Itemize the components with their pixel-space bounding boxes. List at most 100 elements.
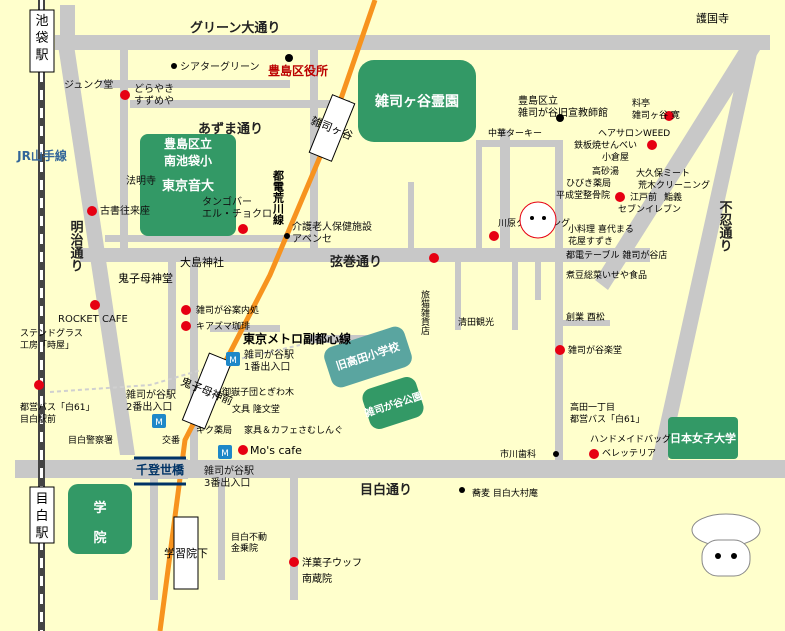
metro-exit-2-icon <box>152 414 166 428</box>
gakushuinshita-label: 学習院下 <box>164 546 208 560</box>
azuma-label: あずま通り <box>198 121 263 137</box>
marker-rocket[interactable] <box>90 300 100 310</box>
marker-ohmura <box>459 487 465 493</box>
mejiro-bus-label: 目白駅前 <box>20 413 56 425</box>
fuyu-label: 創業 酉松 <box>566 311 605 323</box>
oshima-label: 大島神社 <box>180 255 224 269</box>
marker-jungle[interactable] <box>489 231 499 241</box>
side-road-12 <box>535 262 541 300</box>
metro-exit-2-label-a: 雑司が谷駅 <box>126 388 176 401</box>
areas <box>68 60 738 554</box>
heisei-label: 平成堂整骨院 <box>556 189 610 201</box>
ongaku-label: 東京音大 <box>162 178 214 194</box>
marker-tango[interactable] <box>238 224 248 234</box>
koshiya-label: 高砂湯 <box>592 165 619 177</box>
kishibojin-label: 鬼子母神堂 <box>118 271 173 285</box>
chef-eye-right <box>731 553 737 559</box>
side-road-1 <box>100 80 290 88</box>
tsurumaki-label: 弦巻通り <box>330 254 382 270</box>
ichikawa-label: 市川歯科 <box>500 448 536 460</box>
bunguhako-label: 文具 隆文堂 <box>232 403 280 415</box>
ikebukuro-label-1: 池 <box>35 14 48 29</box>
marker-missionary <box>556 114 564 122</box>
mejiro-station-box[interactable] <box>29 486 55 544</box>
yogashi-label: 洋菓子ウッフ <box>302 556 362 569</box>
rocket-label: ROCKET CAFE <box>58 314 128 325</box>
side-road-10 <box>455 262 461 330</box>
handmade-label-b: ベレッテリア <box>602 448 656 459</box>
marker-ichikawa <box>553 451 559 457</box>
ryotei-label-a: 料亭 <box>632 97 650 109</box>
marker-stained[interactable] <box>34 380 44 390</box>
marker-ryotei[interactable] <box>664 111 674 121</box>
metro-exit-2-glyph: M <box>155 418 163 428</box>
marker-tabineko[interactable] <box>429 253 439 263</box>
marker-uchidoko[interactable] <box>181 305 191 315</box>
marker-handmade[interactable] <box>589 449 599 459</box>
kishibojin-station-box[interactable] <box>181 352 233 430</box>
chef-face <box>701 539 751 577</box>
stained-label-a: ステンドグラス <box>20 327 83 339</box>
metro-exit-1[interactable]: M 雑司が谷駅 1番出入口 <box>226 348 294 373</box>
reien-area <box>358 60 476 142</box>
gakushuin-label: 学 <box>93 500 106 516</box>
nanzoin-label: 南蔵院 <box>302 572 332 585</box>
metro-exit-1-glyph: M <box>229 356 237 366</box>
kagu-label: 家具＆カフェさむしんぐ <box>244 424 343 436</box>
marker-teppan[interactable] <box>647 140 657 150</box>
side-road-11 <box>512 262 518 330</box>
marker-yogashi[interactable] <box>289 557 299 567</box>
uchidoko-label: 雑司が谷案内処 <box>196 304 259 316</box>
red-markers <box>34 90 674 567</box>
metro-exit-1-icon <box>226 352 240 366</box>
zoshigaya-station-box[interactable] <box>308 94 356 162</box>
metro-exit-1-label-b: 1番出入口 <box>244 360 290 373</box>
takada-bus-label-b: 都営バス「白61」 <box>570 413 644 425</box>
cleaning-mascot-icon <box>519 201 557 239</box>
black-markers <box>171 54 564 493</box>
kaigo-label: 介護老人保健施設 <box>292 220 372 233</box>
marker-rakudo[interactable] <box>555 345 565 355</box>
marker-dorayaki[interactable] <box>120 90 130 100</box>
diag-road-ne <box>595 40 760 290</box>
side-road-5 <box>105 235 310 242</box>
side-road-9 <box>476 140 482 248</box>
south-road-3 <box>150 478 158 600</box>
marker-edomae[interactable] <box>615 192 625 202</box>
stained-label-b: 工房「時屋」 <box>20 339 74 351</box>
gakushuinshita-box[interactable] <box>173 516 199 590</box>
roads <box>15 5 785 600</box>
ongaku-area <box>140 134 236 236</box>
sennose-label: 千登世橋 <box>136 462 185 477</box>
metro-exit-3-label-a: 雑司が谷駅 <box>204 464 254 477</box>
mejiro-road <box>15 460 785 478</box>
ohmura-label: 蕎麦 目白大村庵 <box>472 487 538 499</box>
metro-exit-2-label-b: 2番出入口 <box>126 400 172 413</box>
jr-label: JR山手線 <box>16 148 67 163</box>
edomae-label: 江戸前 <box>630 191 657 203</box>
mejiro-fudo-label-b: 金乗院 <box>231 542 258 554</box>
chef-eye-left <box>715 553 721 559</box>
metro-exit-2[interactable]: M 雑司が谷駅 2番出入口 <box>126 388 176 428</box>
metro-exit-3[interactable]: M 雑司が谷駅 3番出入口 <box>204 445 254 489</box>
gakushuin-label-2: 院 <box>93 530 106 546</box>
daikyu-label: 大久保ミート <box>636 167 690 179</box>
south-road-1 <box>290 478 298 600</box>
metro-exit-3-icon <box>218 445 232 459</box>
theater-label: シアターグリーン <box>180 60 260 73</box>
gokokuji-label: 護国寺 <box>696 11 729 25</box>
marker-theater <box>171 63 177 69</box>
marker-kosatsu[interactable] <box>87 206 97 216</box>
kiku-label: キク薬局 <box>196 424 232 436</box>
shinobazu-road <box>652 40 760 460</box>
toshima-school-label-b: 南池袋小 <box>164 153 212 168</box>
missionary-label-b: 雑司が谷旧宣教師館 <box>518 106 608 119</box>
tabineko-label: 旅猫雑貨店 <box>419 289 430 336</box>
hanaya-label: 花屋すずき <box>568 235 613 247</box>
marker-kiazuma[interactable] <box>181 321 191 331</box>
south-road-2 <box>218 478 225 580</box>
teppan-label: 鉄板焼せんべい <box>574 139 637 151</box>
ikebukuro-station-box[interactable] <box>29 9 55 73</box>
marker-mos[interactable] <box>238 445 248 455</box>
